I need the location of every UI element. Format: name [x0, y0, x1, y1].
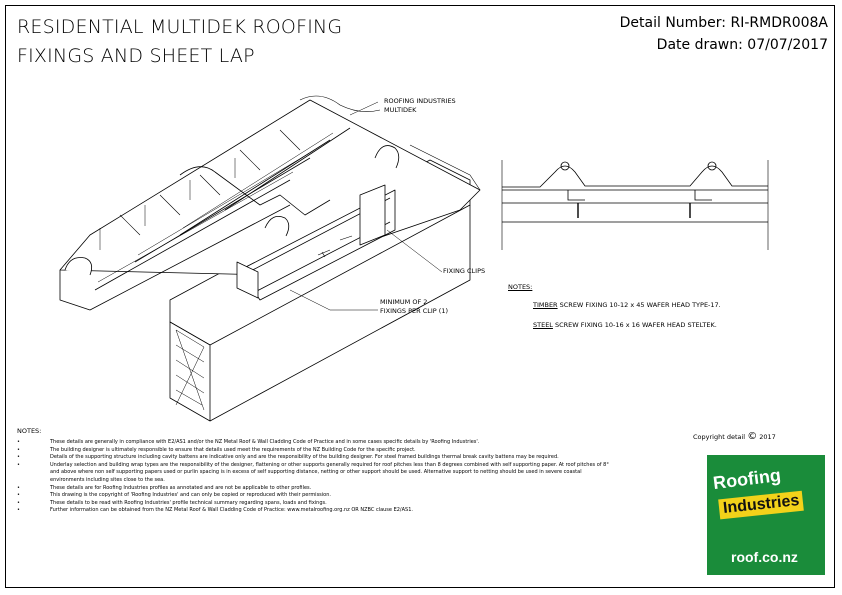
fixing-notes-heading: NOTES: — [508, 283, 533, 291]
list-item: • Further information can be obtained fro… — [17, 507, 617, 515]
timber-key: TIMBER — [533, 301, 558, 309]
bullet: • — [17, 484, 20, 491]
list-item: • These details to be read with Roofing I… — [17, 500, 617, 508]
copyright-label: Copyright detail — [693, 433, 746, 441]
bullet: • — [17, 454, 20, 461]
note-text: These details are for Roofing Industries… — [50, 484, 312, 491]
copyright-symbol: © — [747, 431, 758, 442]
section-detail — [501, 160, 769, 250]
list-item: • The building designer is ultimately res… — [17, 447, 617, 455]
bullet: • — [17, 499, 20, 506]
note-text: This drawing is the copyright of 'Roofin… — [50, 492, 331, 499]
note-text: These details are generally in complianc… — [50, 439, 480, 445]
note-text: Further information can be obtained from… — [50, 507, 413, 514]
callout-fixing-clips: FIXING CLIPS — [443, 267, 486, 275]
copyright-year: 2017 — [759, 433, 776, 441]
general-notes-heading: NOTES: — [17, 427, 42, 435]
note-text: Underlay selection and building wrap typ… — [50, 461, 609, 483]
logo-word-roofing: Roofing — [711, 464, 782, 494]
list-item: • These details are for Roofing Industrie… — [17, 485, 617, 493]
callout-minimum-2: FIXINGS PER CLIP (1) — [380, 307, 448, 315]
list-item: • These details are generally in complian… — [17, 439, 617, 447]
list-item: • Underlay selection and building wrap ty… — [17, 462, 617, 485]
general-notes-list: • These details are generally in complian… — [17, 439, 617, 515]
fixing-note-steel: STEEL SCREW FIXING 10-16 x 16 WAFER HEAD… — [533, 321, 717, 329]
callout-roofing-1: ROOFING INDUSTRIES — [384, 97, 456, 105]
bullet: • — [17, 439, 20, 445]
roofing-industries-logo: Roofing Industries roof.co.nz — [707, 455, 825, 575]
note-text: Details of the supporting structure incl… — [50, 454, 559, 461]
list-item: • Details of the supporting structure inc… — [17, 454, 617, 462]
bullet: • — [17, 492, 20, 499]
date-drawn: Date drawn: 07/07/2017 — [656, 37, 828, 53]
copyright-detail: Copyright detail © 2017 — [693, 431, 776, 442]
bullet: • — [17, 446, 20, 453]
fixing-note-timber: TIMBER SCREW FIXING 10-12 x 45 WAFER HEA… — [533, 301, 721, 309]
roof-sheet-upper — [59, 99, 481, 276]
callout-minimum-1: MINIMUM OF 2 — [380, 298, 428, 306]
list-item: • This drawing is the copyright of 'Roofi… — [17, 492, 617, 500]
note-text: The building designer is ultimately resp… — [50, 446, 416, 453]
note-text: These details to be read with Roofing In… — [50, 499, 327, 506]
callout-roofing-2: MULTIDEK — [384, 106, 417, 114]
timber-text: SCREW FIXING 10-12 x 45 WAFER HEAD TYPE-… — [557, 301, 721, 309]
logo-word-industries: Industries — [718, 490, 805, 520]
logo-url: roof.co.nz — [731, 549, 798, 565]
drawing-frame — [5, 5, 835, 588]
detail-number: Detail Number: RI-RMDR008A — [619, 15, 828, 31]
drawing-title-line-1: RESIDENTIAL MULTIDEK ROOFING — [17, 16, 343, 38]
bullet: • — [17, 461, 20, 468]
steel-key: STEEL — [533, 321, 553, 329]
drawing-title-line-2: FIXINGS AND SHEET LAP — [17, 45, 255, 67]
bullet: • — [17, 507, 20, 514]
steel-text: SCREW FIXING 10-16 x 16 WAFER HEAD STELT… — [552, 321, 717, 329]
